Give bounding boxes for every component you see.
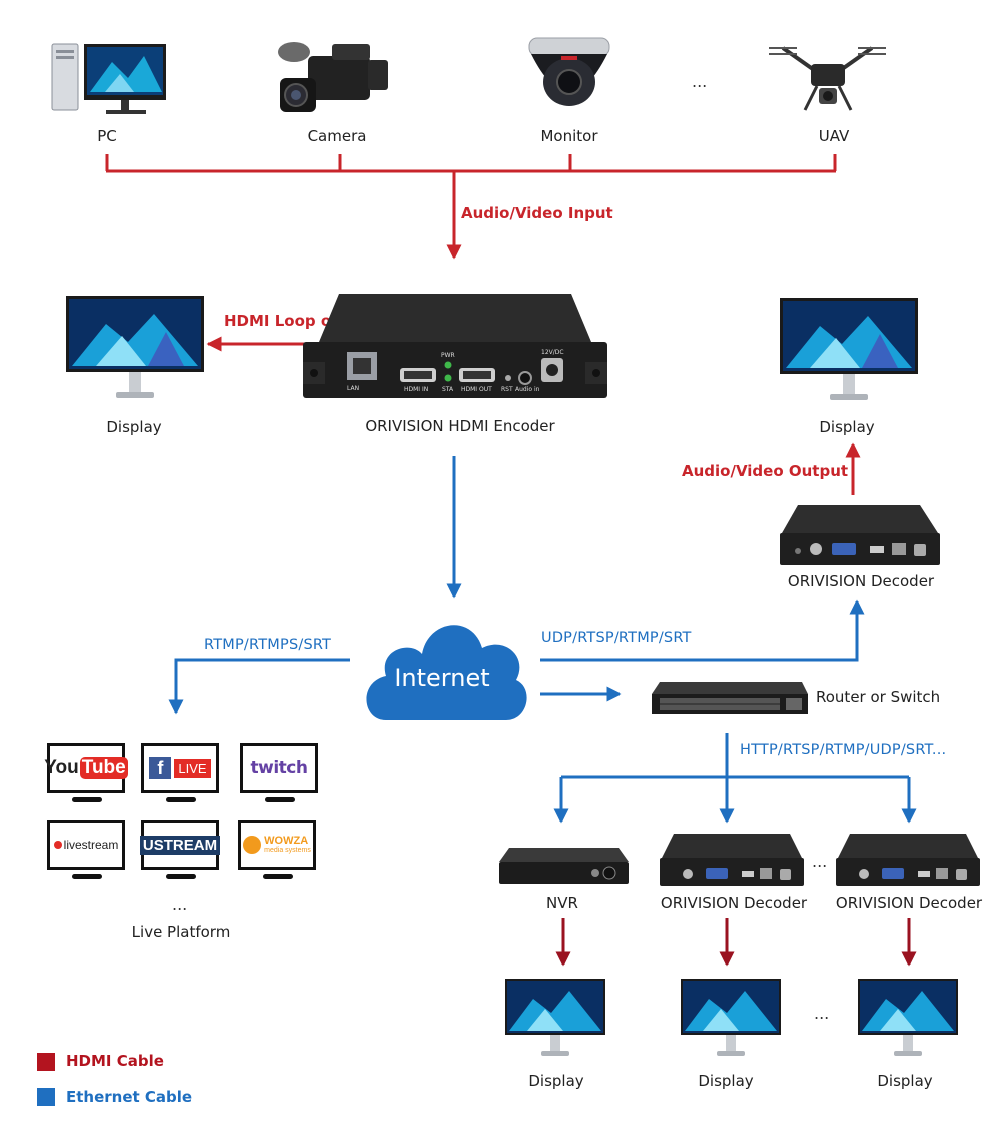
label-decoder-a: ORIVISION Decoder [660,894,808,912]
youtube-you: You [44,757,79,778]
displays-ellipsis: ... [814,1004,830,1023]
legend-ethernet-swatch [37,1088,55,1106]
port-lan-label: LAN [347,385,360,392]
label-display-b: Display [698,1072,754,1090]
decoder-a-icon [660,834,804,886]
led-sta-label: STA [442,386,454,393]
label-http-protocols: HTTP/RTSP/RTMP/UDP/SRT... [740,742,947,758]
decoder-b-icon [836,834,980,886]
wowza-subtitle: media systems [264,847,311,854]
legend-hdmi-label: HDMI Cable [66,1052,164,1070]
tile-stand [72,797,102,802]
button-rst-label: RST [501,386,513,393]
label-av-input: Audio/Video Input [461,204,613,222]
label-display-left: Display [106,418,162,436]
hdmi-encoder: LAN HDMI IN PWR STA HDMI OUT RST Audio i… [303,292,607,402]
router-branches [553,733,917,824]
display-c-icon [858,979,958,1056]
camera-icon [278,42,388,112]
internet-cloud-icon [366,625,527,720]
label-udp-rtsp-rtmp-srt: UDP/RTSP/RTMP/SRT [541,630,692,646]
nvr-icon [499,848,629,884]
port-audio-in-label: Audio in [515,386,540,393]
label-internet: Internet [394,664,490,692]
livestream-logo: livestream [63,838,119,852]
label-live-platform: Live Platform [131,923,231,941]
twitch-logo: twitch [250,758,308,778]
legend-hdmi-swatch [37,1053,55,1071]
label-display-c: Display [877,1072,933,1090]
pc-icon [51,43,166,114]
display-right-icon [780,298,918,400]
twitch-tile: twitch [240,743,318,793]
label-decoder-b: ORIVISION Decoder [835,894,983,912]
arrow-to-platforms [168,658,350,715]
display-b-icon [681,979,781,1056]
platforms-ellipsis: ... [172,895,188,914]
decoder-top-icon [780,505,940,565]
port-hdmi-out-label: HDMI OUT [461,386,492,393]
tile-stand [265,797,295,802]
arrow-to-decoder-top [540,599,865,662]
sources-ellipsis: ... [692,72,708,91]
legend-ethernet-label: Ethernet Cable [66,1088,193,1106]
display-left-icon [66,296,204,398]
label-router: Router or Switch [816,688,941,706]
ustream-logo: USTREAM [139,835,221,855]
led-pwr-label: PWR [441,352,455,359]
wowza-icon [243,836,262,854]
facebook-live-text: LIVE [174,758,211,778]
dome-camera-icon [528,37,610,106]
router-icon [652,682,808,714]
facebook-icon: f [149,757,172,779]
label-display-a: Display [528,1072,584,1090]
label-av-output: Audio/Video Output [682,462,849,480]
label-pc: PC [97,127,117,145]
ustream-tile: USTREAM [139,820,221,870]
label-display-right: Display [819,418,875,436]
label-decoder-top: ORIVISION Decoder [787,572,935,590]
wowza-tile: WOWZA media systems [238,820,316,870]
tile-stand [166,797,196,802]
livestream-tile: livestream [47,820,125,870]
youtube-tile: You Tube [44,743,128,793]
youtube-tube: Tube [79,757,128,779]
source-bus [105,154,837,173]
livestream-dot-icon [53,841,62,849]
tile-stand [263,874,293,879]
display-a-icon [505,979,605,1056]
encoder-body-icon [303,294,607,398]
wowza-logo: WOWZA [264,835,309,847]
label-hdmi-loop-out: HDMI Loop out [224,312,350,330]
hdmi-to-displays [555,918,917,967]
label-nvr: NVR [546,894,578,912]
tile-stand [72,874,102,879]
port-hdmi-in-label: HDMI IN [404,386,429,393]
label-encoder: ORIVISION HDMI Encoder [365,417,555,435]
tile-stand [166,874,196,879]
label-uav: UAV [818,127,850,145]
label-rtmp-rtmps-srt: RTMP/RTMPS/SRT [204,637,332,653]
port-power-label: 12V/DC [541,349,564,356]
uav-icon [769,46,886,111]
label-monitor: Monitor [540,127,598,145]
facebook-live-tile: f LIVE [141,743,219,793]
label-camera: Camera [307,127,367,145]
decoders-ellipsis: ... [812,852,828,871]
